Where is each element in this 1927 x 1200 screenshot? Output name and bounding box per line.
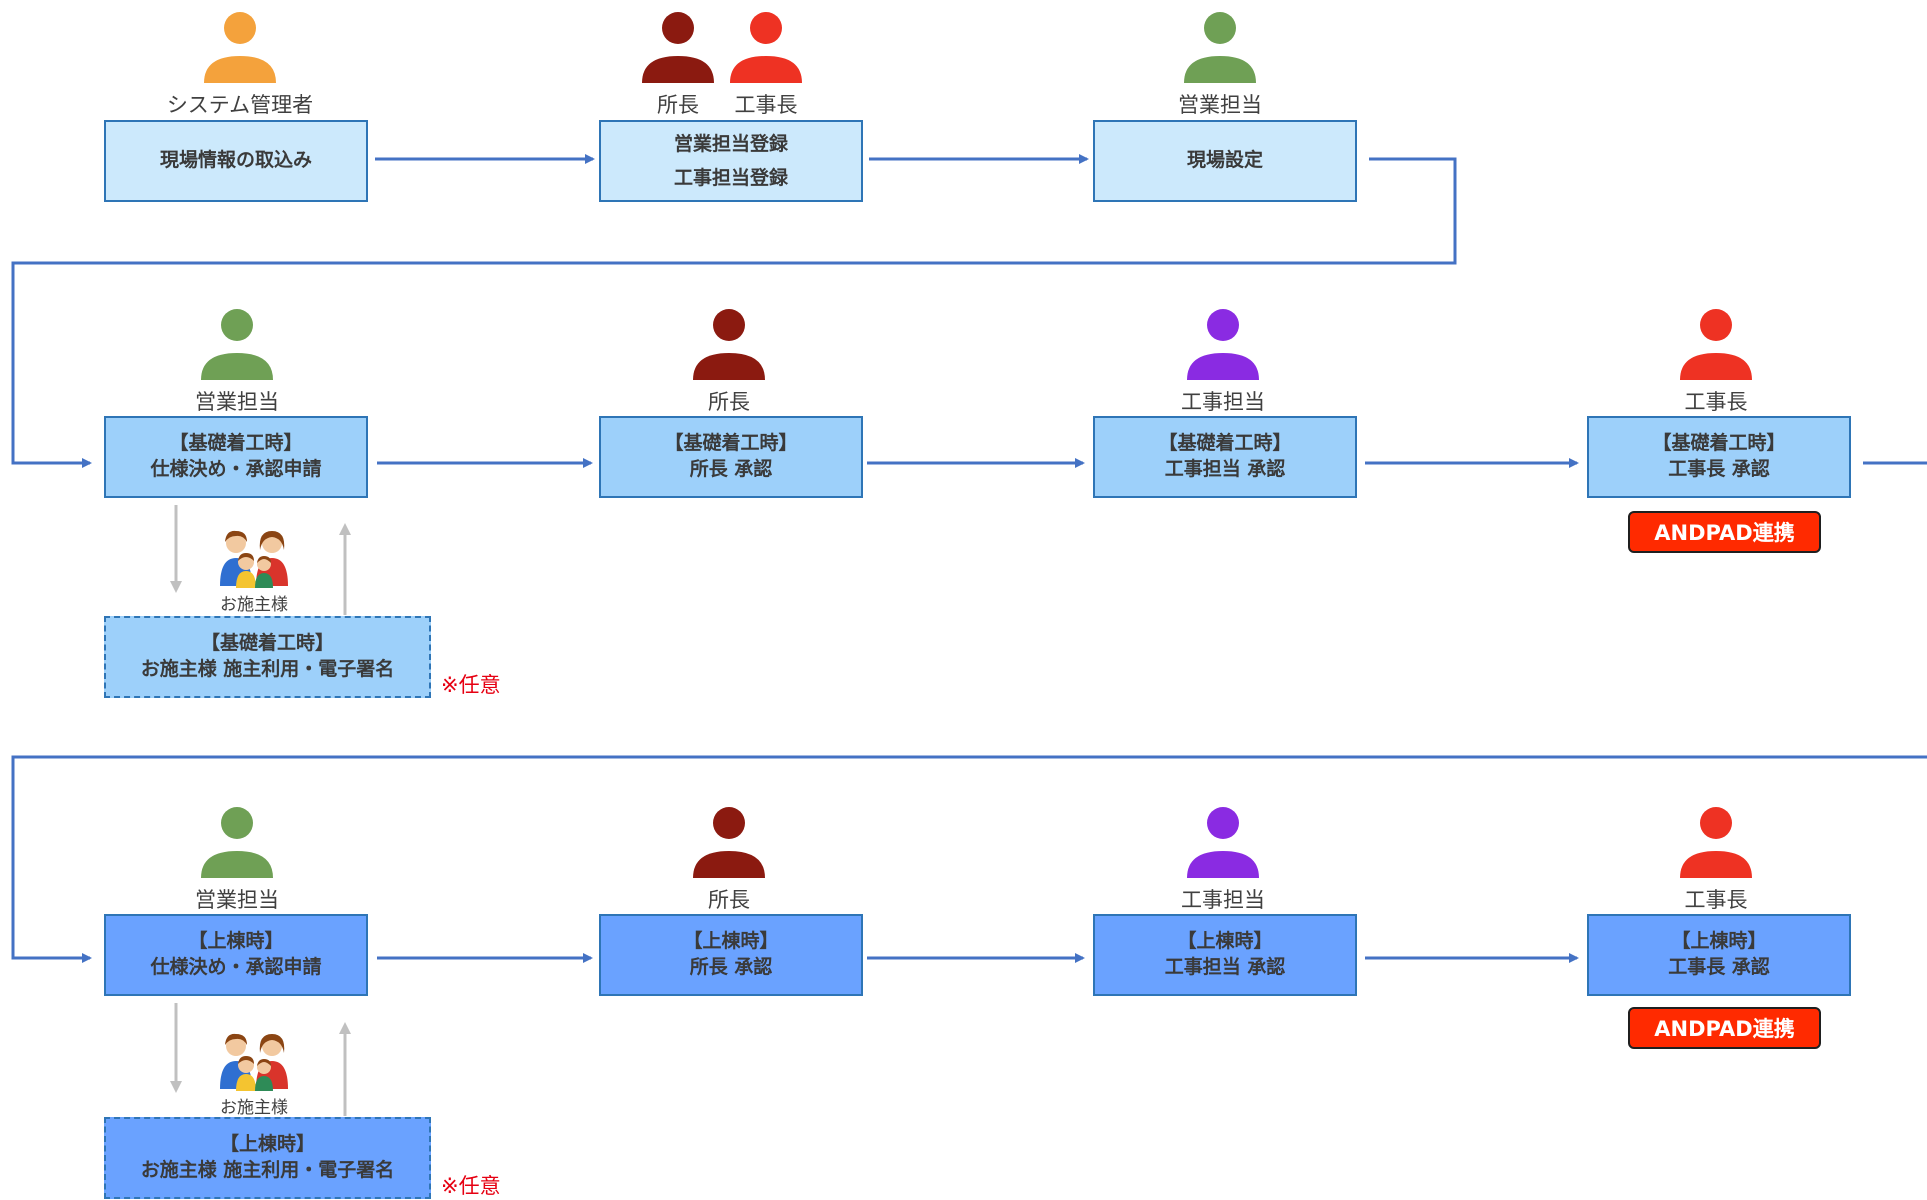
person-icon-koji-tanto [1178, 308, 1268, 380]
role-label: 営業担当 [1178, 93, 1262, 117]
role-label: 所長 [708, 888, 750, 912]
step-line1: 営業担当登録 [673, 132, 788, 155]
step-box-r2-4: 【基礎着工時】 工事長 承認 [1587, 416, 1851, 498]
step-line1: 【基礎着工時】 [664, 432, 798, 455]
role-label: 工事担当 [1181, 888, 1265, 912]
step-line1: 【基礎着工時】 [1652, 432, 1786, 455]
step-line1: 【上棟時】 [683, 930, 779, 953]
andpad-badge: ANDPAD連携 [1628, 511, 1821, 553]
step-box-import: 現場情報の取込み [104, 120, 368, 202]
step-line1: 【上棟時】 [188, 930, 284, 953]
step-line1: 【上棟時】 [1177, 930, 1273, 953]
step-line2: 所長 承認 [689, 458, 773, 480]
step-box-r3-4: 【上棟時】 工事長 承認 [1587, 914, 1851, 996]
family-icon [220, 1033, 288, 1091]
role-label: 営業担当 [195, 888, 279, 912]
step-box-registration: 営業担当登録 工事担当登録 [599, 120, 863, 202]
person-icon-eigyo [192, 806, 282, 878]
customer-family: お施主様 [194, 530, 314, 615]
role-label: システム管理者 [166, 93, 314, 117]
step-box-site-setup: 現場設定 [1093, 120, 1357, 202]
step-line1: 現場設定 [1186, 149, 1263, 172]
step-line2: 工事長 承認 [1668, 956, 1770, 978]
step-line1: 【基礎着工時】 [200, 632, 334, 655]
person-icon-eigyo [1175, 11, 1265, 83]
step-line1: 【上棟時】 [1671, 930, 1767, 953]
role-label: 所長 [657, 93, 699, 117]
step-box-r2-3: 【基礎着工時】 工事担当 承認 [1093, 416, 1357, 498]
step-line1: 現場情報の取込み [159, 149, 312, 172]
person-icon-eigyo [192, 308, 282, 380]
step-line1: 【基礎着工時】 [1158, 432, 1292, 455]
connector-r2-r3 [11, 755, 1927, 963]
person-icon-shocho [684, 308, 774, 380]
customer-box-r2: 【基礎着工時】 お施主様 施主利用・電子署名 [104, 616, 431, 698]
person-icon-kojicho [1671, 308, 1761, 380]
customer-box-r3: 【上棟時】 お施主様 施主利用・電子署名 [104, 1117, 431, 1199]
step-line2: 仕様決め・承認申請 [150, 458, 322, 480]
family-icon [220, 530, 288, 588]
step-box-r3-3: 【上棟時】 工事担当 承認 [1093, 914, 1357, 996]
step-line1: 【上棟時】 [219, 1133, 315, 1156]
step-line2: 工事担当登録 [673, 167, 788, 189]
optional-note: ※任意 [441, 673, 501, 697]
person-icon-kojicho [1671, 806, 1761, 878]
person-icon-admin [195, 11, 285, 83]
step-line2: 工事長 承認 [1668, 458, 1770, 480]
role-label: 工事長 [1684, 390, 1748, 414]
step-box-r3-2: 【上棟時】 所長 承認 [599, 914, 863, 996]
step-box-r2-2: 【基礎着工時】 所長 承認 [599, 416, 863, 498]
optional-note: ※任意 [441, 1174, 501, 1198]
person-icon-koji-tanto [1178, 806, 1268, 878]
step-line2: お施主様 施主利用・電子署名 [140, 658, 395, 680]
person-icon-kojicho [721, 11, 811, 83]
role-label: 工事長 [1684, 888, 1748, 912]
step-line1: 【基礎着工時】 [169, 432, 303, 455]
step-line2: 工事担当 承認 [1164, 956, 1286, 978]
andpad-badge: ANDPAD連携 [1628, 1007, 1821, 1049]
customer-family: お施主様 [194, 1033, 314, 1118]
role-label: 営業担当 [195, 390, 279, 414]
connector-r1-r2 [11, 157, 1457, 468]
customer-label: お施主様 [220, 595, 288, 615]
person-icon-shocho [633, 11, 723, 83]
step-line2: 仕様決め・承認申請 [150, 956, 322, 978]
step-line2: 工事担当 承認 [1164, 458, 1286, 480]
customer-label: お施主様 [220, 1098, 288, 1118]
step-box-r2-1: 【基礎着工時】 仕様決め・承認申請 [104, 416, 368, 498]
step-box-r3-1: 【上棟時】 仕様決め・承認申請 [104, 914, 368, 996]
person-icon-shocho [684, 806, 774, 878]
step-line2: 所長 承認 [689, 956, 773, 978]
role-label: 工事担当 [1181, 390, 1265, 414]
role-label: 工事長 [734, 93, 798, 117]
step-line2: お施主様 施主利用・電子署名 [140, 1159, 395, 1181]
role-label: 所長 [708, 390, 750, 414]
